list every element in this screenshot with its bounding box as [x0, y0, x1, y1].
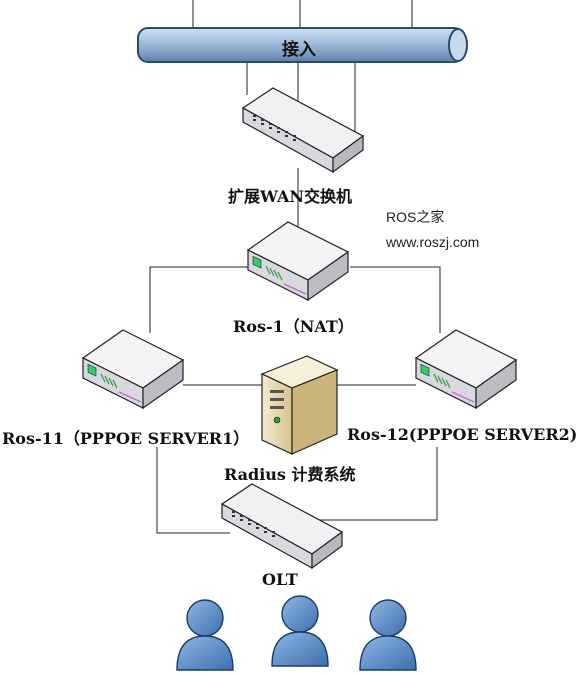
wan-switch-label: 扩展WAN交换机 [228, 187, 352, 206]
router-ros12-icon [415, 329, 517, 409]
access-pipe [137, 27, 468, 63]
radius-label: Radius 计费系统 [224, 465, 356, 484]
connection-lines [149, 0, 441, 534]
watermark-title: ROS之家 [386, 209, 445, 225]
watermark-url: www.roszj.com [386, 234, 480, 250]
radius-server-icon [260, 355, 339, 455]
user-icon [359, 599, 417, 671]
olt-label: OLT [262, 570, 298, 589]
ros1-label: Ros-1（NAT） [233, 317, 354, 336]
ros11-label: Ros-11（PPPOE SERVER1） [2, 429, 250, 448]
user-icon [271, 595, 329, 667]
pipe-label: 接入 [282, 40, 316, 60]
olt-switch-icon [221, 483, 343, 569]
ros12-label: Ros-12(PPPOE SERVER2) [347, 425, 578, 444]
router-ros1-icon [247, 221, 349, 301]
user-icon [176, 599, 234, 671]
router-ros11-icon [82, 329, 184, 409]
wan-switch-icon [242, 87, 364, 173]
